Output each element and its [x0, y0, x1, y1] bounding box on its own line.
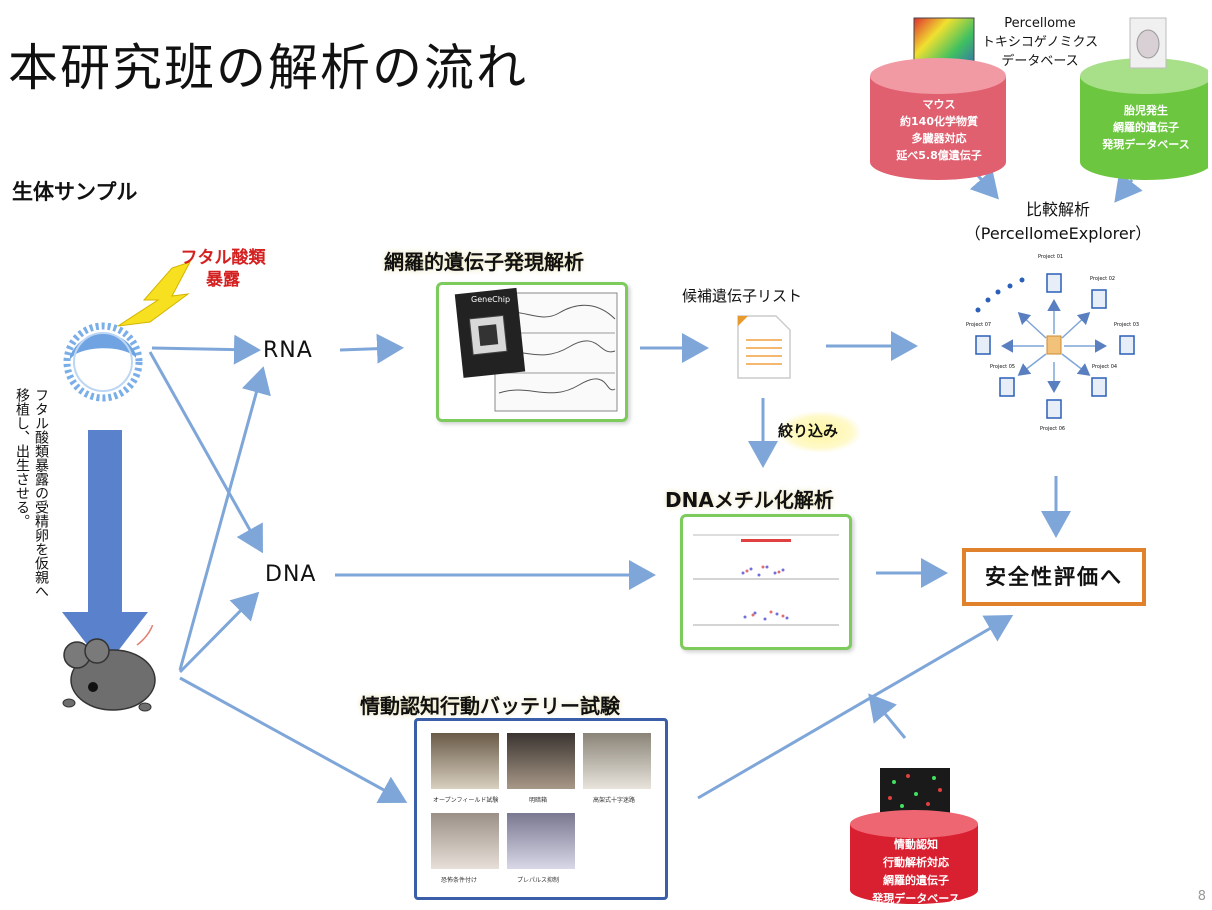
arrow-rna-microarray — [339, 333, 404, 364]
behavior-photo-5 — [507, 813, 575, 869]
project-label-4: Project 04 — [1092, 364, 1118, 370]
project-label-3: Project 03 — [1114, 322, 1140, 328]
vertical-note-line1: フタル酸類暴露の受精卵を仮親へ — [33, 388, 49, 598]
methylation-title: DNAメチル化解析 — [665, 488, 834, 512]
behavior-db-cylinder — [850, 768, 978, 904]
comparison-label: 比較解析 （PercellomeExplorer） — [958, 198, 1158, 246]
node-rna: RNA — [263, 338, 313, 363]
egg-icon — [63, 322, 143, 402]
chip-label: GeneChip — [471, 295, 511, 304]
behavior-caption-5: プレパルス抑制 — [517, 877, 560, 884]
arrow-egg-rna — [151, 334, 261, 365]
arrow-db-behavior — [868, 693, 907, 739]
percellome-label: Percellome トキシコゲノミクス データベース — [978, 14, 1102, 71]
methylation-chart — [693, 534, 839, 626]
project-label-2: Project 02 — [1090, 276, 1116, 282]
comparison-title: 比較解析 — [1025, 200, 1090, 219]
db-mouse-line2: 約140化学物質 — [900, 115, 978, 128]
sample-label: 生体サンプル — [12, 180, 138, 204]
db-mouse-text: マウス 約140化学物質 多臓器対応 延べ5.8億遺伝子 — [876, 96, 1002, 164]
behavior-photo-4 — [431, 813, 499, 869]
methylation-box — [680, 514, 852, 650]
db-behavior-line3: 網羅的遺伝子 — [883, 874, 949, 887]
microarray-title: 網羅的遺伝子発現解析 — [384, 250, 584, 274]
comparison-subtitle: （PercellomeExplorer） — [964, 224, 1152, 243]
project-label-6: Project 06 — [1040, 426, 1066, 432]
arrow-egg-dna — [148, 351, 263, 554]
db-fetal-line1: 胎児発生 — [1124, 104, 1168, 117]
arrow-behavior-safety — [697, 614, 1014, 800]
db-fetal-text: 胎児発生 網羅的遺伝子 発現データベース — [1086, 102, 1206, 153]
db-behavior-line2: 行動解析対応 — [883, 856, 949, 869]
arrow-fetal-db-compare — [1114, 172, 1143, 203]
db-fetal-line3: 発現データベース — [1102, 138, 1190, 151]
explorer-network — [975, 273, 1135, 419]
behavior-title: 情動認知行動バッテリー試験 — [360, 694, 620, 718]
db-behavior-text: 情動認知 行動解析対応 網羅的遺伝子 発現データベース — [852, 836, 980, 908]
microarray-box: GeneChip — [436, 282, 628, 422]
behavior-caption-1: オープンフィールド試験 — [433, 797, 499, 804]
db-fetal-line2: 網羅的遺伝子 — [1113, 121, 1179, 134]
page-number: 8 — [1197, 889, 1206, 904]
percellome-line3: データベース — [1001, 54, 1079, 69]
node-dna: DNA — [265, 562, 317, 587]
exposure-label-line2: 暴露 — [206, 270, 240, 290]
microarray-chart — [454, 287, 618, 412]
big-down-arrow — [62, 430, 148, 668]
project-label-5: Project 05 — [990, 364, 1016, 370]
narrowing-glow — [780, 412, 860, 452]
behavior-photo-1 — [431, 733, 499, 789]
db-behavior-line1: 情動認知 — [894, 838, 938, 851]
behavior-caption-2: 明暗箱 — [529, 797, 548, 804]
lightning-icon — [117, 261, 192, 327]
vertical-note: フタル酸類暴露の受精卵を仮親へ 移植し、出生させる。 — [12, 388, 50, 688]
behavior-box: オープンフィールド試験 明暗箱 高架式十字迷路 恐怖条件付け プレパルス抑制 — [414, 718, 668, 900]
db-behavior-line4: 発現データベース — [872, 892, 960, 905]
safety-evaluation-box: 安全性評価へ — [962, 548, 1146, 606]
vertical-note-line2: 移植し、出生させる。 — [14, 388, 30, 528]
behavior-caption-3: 高架式十字迷路 — [593, 797, 636, 804]
arrow-mouse-dna — [178, 591, 260, 674]
project-label-7: Project 07 — [966, 322, 992, 328]
exposure-label-line1: フタル酸類 — [180, 248, 266, 268]
narrowing-label: 絞り込み — [778, 422, 839, 440]
database-cylinders — [870, 17, 1208, 180]
document-icon — [737, 315, 791, 379]
project-label-1: Project 01 — [1038, 254, 1064, 260]
candidate-list-label: 候補遺伝子リスト — [682, 287, 803, 305]
behavior-caption-4: 恐怖条件付け — [441, 877, 478, 884]
page-title: 本研究班の解析の流れ — [8, 39, 528, 97]
exposure-label: フタル酸類 暴露 — [178, 247, 268, 291]
percellome-line2: トキシコゲノミクス — [981, 35, 1099, 50]
db-mouse-line4: 延べ5.8億遺伝子 — [896, 149, 982, 162]
mouse-icon — [62, 625, 156, 712]
db-mouse-line3: 多臓器対応 — [911, 132, 967, 145]
behavior-photo-2 — [507, 733, 575, 789]
arrow-mouse-rna — [178, 366, 271, 671]
behavior-photo-3 — [583, 733, 651, 789]
db-mouse-line1: マウス — [922, 98, 956, 111]
arrow-mouse-behavior — [179, 676, 408, 804]
percellome-line1: Percellome — [1004, 16, 1076, 31]
